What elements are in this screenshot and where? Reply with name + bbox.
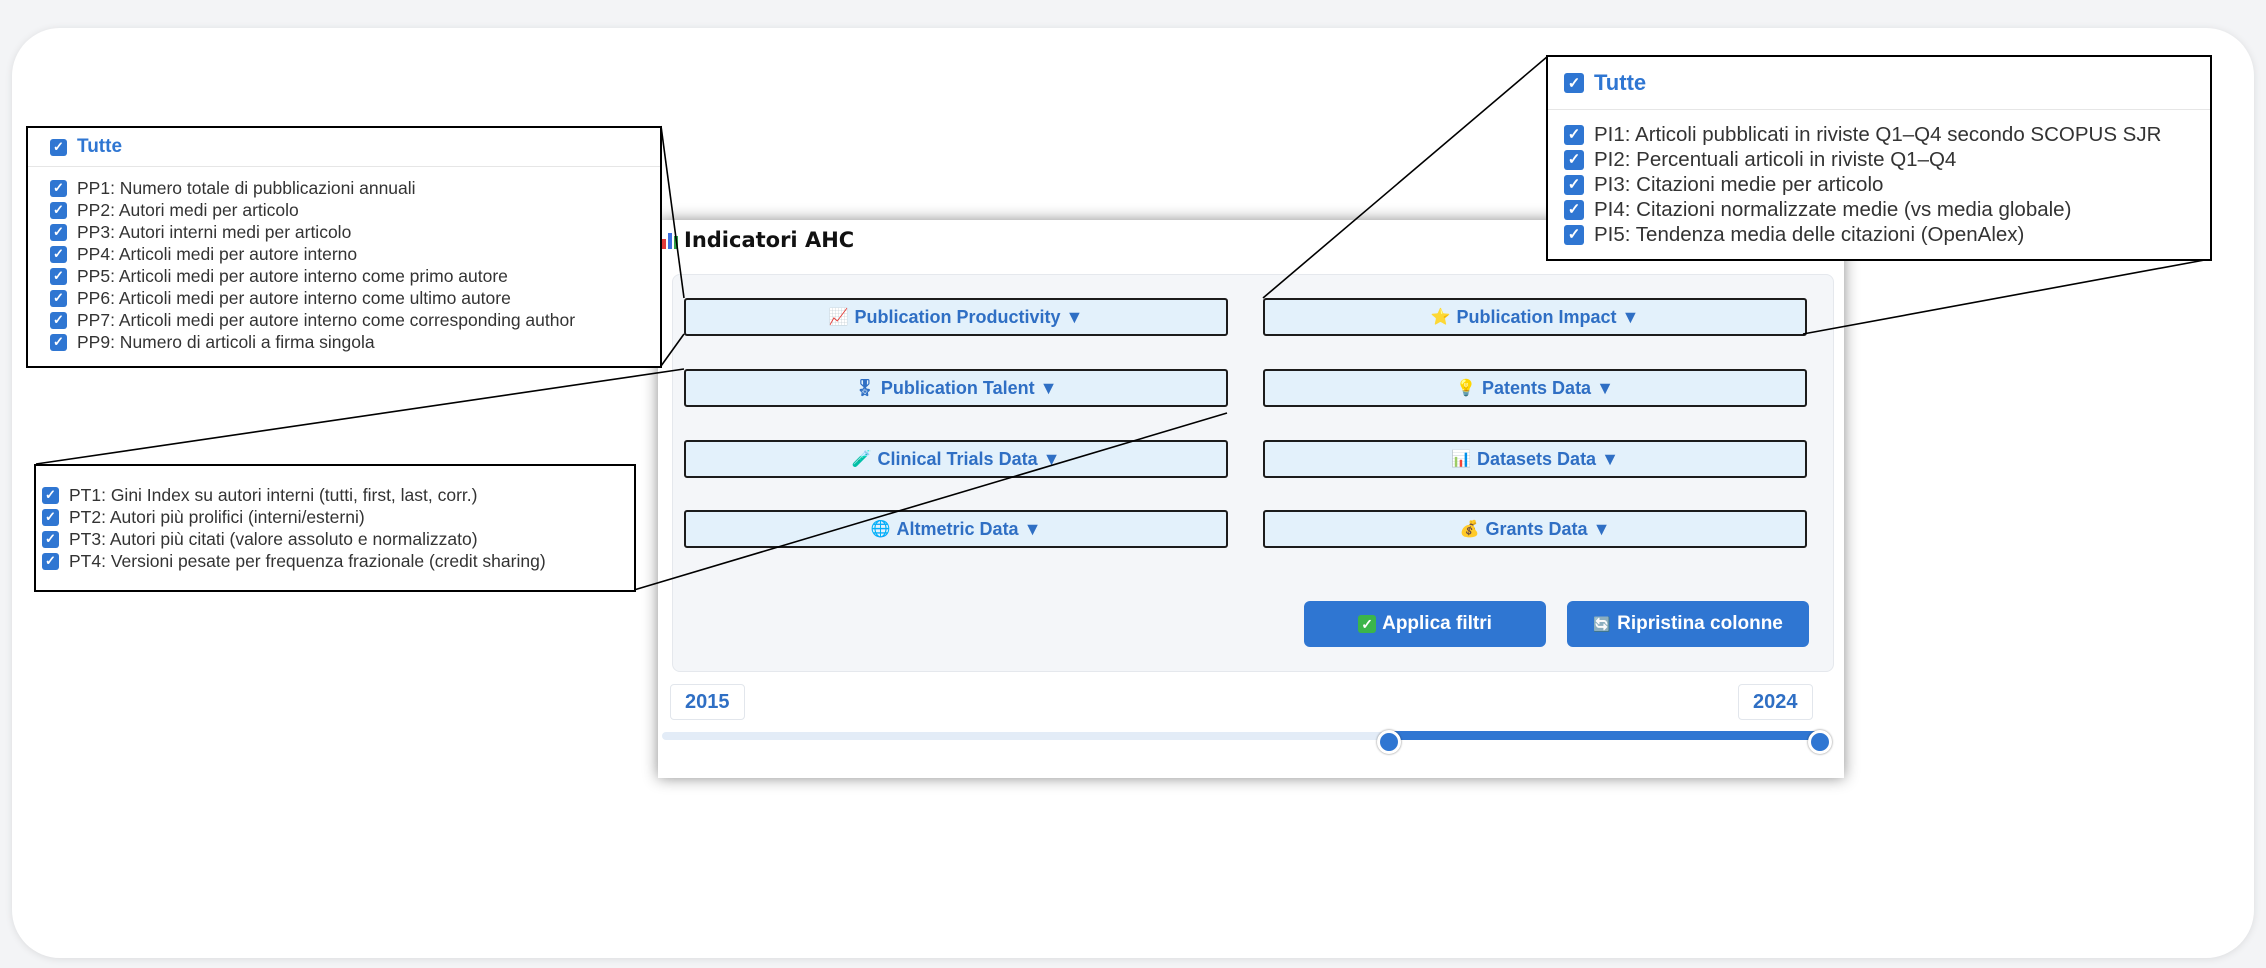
apply-filters-label: Applica filtri	[1382, 613, 1492, 634]
dropdown-label: Clinical Trials Data ▼	[877, 448, 1061, 469]
panel-title-text: Indicatori AHC	[684, 228, 855, 252]
dropdown-label: Patents Data ▼	[1482, 377, 1614, 398]
option-row[interactable]: ✓ PI4: Citazioni normalizzate medie (vs m…	[1564, 197, 2210, 222]
star-icon: ⭐	[1430, 309, 1451, 326]
option-checkbox[interactable]: ✓	[42, 530, 59, 548]
bar-chart-icon	[662, 231, 678, 249]
option-checkbox[interactable]: ✓	[1564, 124, 1584, 145]
impact-options-popup: ✓ Tutte ✓ PI1: Articoli pubblicati in riv…	[1546, 55, 2212, 261]
dropdown-label: Datasets Data ▼	[1477, 448, 1619, 469]
lightbulb-icon: 💡	[1456, 380, 1477, 397]
option-checkbox[interactable]: ✓	[1564, 174, 1584, 195]
talent-options-popup: ✓ PT1: Gini Index su autori interni (tutt…	[34, 464, 636, 592]
option-checkbox[interactable]: ✓	[1564, 199, 1584, 220]
option-row[interactable]: ✓ PT1: Gini Index su autori interni (tutt…	[42, 484, 634, 506]
option-checkbox[interactable]: ✓	[50, 201, 67, 219]
option-checkbox[interactable]: ✓	[50, 333, 67, 351]
option-label: PI1: Articoli pubblicati in riviste Q1–Q…	[1594, 123, 2162, 146]
option-row[interactable]: ✓ PI3: Citazioni medie per articolo	[1564, 172, 2210, 197]
reset-columns-label: Ripristina colonne	[1617, 613, 1783, 634]
globe-icon: 🌐	[870, 521, 891, 538]
bar-chart-icon: 📊	[1451, 451, 1472, 468]
option-row[interactable]: ✓ PP4: Articoli medi per autore interno	[50, 243, 660, 265]
option-row[interactable]: ✓ PP5: Articoli medi per autore interno c…	[50, 265, 660, 287]
dropdown-label: Publication Talent ▼	[880, 377, 1058, 398]
option-label: PT1: Gini Index su autori interni (tutti…	[69, 485, 478, 505]
option-label: PT2: Autori più prolifici (interni/ester…	[69, 507, 365, 527]
select-all-label: Tutte	[77, 136, 123, 157]
year-slider-min-handle[interactable]	[1377, 730, 1401, 754]
option-label: PP3: Autori interni medi per articolo	[77, 222, 352, 242]
option-label: PI4: Citazioni normalizzate medie (vs me…	[1594, 198, 2072, 221]
apply-filters-button[interactable]: ✓ Applica filtri	[1304, 601, 1546, 647]
grants-data-dropdown[interactable]: 💰 Grants Data ▼	[1263, 510, 1807, 548]
option-row[interactable]: ✓ PP1: Numero totale di pubblicazioni ann…	[50, 177, 660, 199]
money-bag-icon: 💰	[1459, 521, 1480, 538]
option-checkbox[interactable]: ✓	[42, 486, 59, 504]
chart-increasing-icon: 📈	[828, 309, 849, 326]
option-label: PP7: Articoli medi per autore interno co…	[77, 310, 576, 330]
option-checkbox[interactable]: ✓	[50, 289, 67, 307]
option-checkbox[interactable]: ✓	[50, 245, 67, 263]
panel-title: Indicatori AHC	[662, 228, 854, 252]
option-row[interactable]: ✓ PP2: Autori medi per articolo	[50, 199, 660, 221]
option-label: PI2: Percentuali articoli in riviste Q1–…	[1594, 148, 1957, 171]
publication-talent-dropdown[interactable]: 🎖 Publication Talent ▼	[684, 369, 1228, 407]
option-label: PP5: Articoli medi per autore interno co…	[77, 266, 508, 286]
year-max-display: 2024	[1738, 684, 1813, 720]
dropdown-label: Altmetric Data ▼	[896, 518, 1042, 539]
option-checkbox[interactable]: ✓	[50, 179, 67, 197]
dropdown-label: Publication Productivity ▼	[854, 306, 1084, 327]
year-slider-range	[1388, 731, 1820, 740]
option-label: PT3: Autori più citati (valore assoluto …	[69, 529, 478, 549]
select-all-row[interactable]: ✓ Tutte	[1548, 57, 2210, 110]
publication-impact-dropdown[interactable]: ⭐ Publication Impact ▼	[1263, 298, 1807, 336]
clinical-trials-data-dropdown[interactable]: 🧪 Clinical Trials Data ▼	[684, 440, 1228, 478]
option-label: PT4: Versioni pesate per frequenza frazi…	[69, 551, 546, 571]
select-all-row[interactable]: ✓ Tutte	[28, 128, 660, 167]
option-checkbox[interactable]: ✓	[42, 552, 59, 570]
option-label: PI3: Citazioni medie per articolo	[1594, 173, 1884, 196]
option-checkbox[interactable]: ✓	[50, 311, 67, 329]
year-slider-track[interactable]	[662, 732, 1820, 740]
option-row[interactable]: ✓ PP9: Numero di articoli a firma singola	[50, 331, 660, 353]
option-checkbox[interactable]: ✓	[1564, 224, 1584, 245]
option-label: PP9: Numero di articoli a firma singola	[77, 332, 375, 352]
option-label: PP4: Articoli medi per autore interno	[77, 244, 358, 264]
option-row[interactable]: ✓ PI5: Tendenza media delle citazioni (Op…	[1564, 222, 2210, 247]
altmetric-data-dropdown[interactable]: 🌐 Altmetric Data ▼	[684, 510, 1228, 548]
option-row[interactable]: ✓ PP6: Articoli medi per autore interno c…	[50, 287, 660, 309]
option-checkbox[interactable]: ✓	[42, 508, 59, 526]
option-checkbox[interactable]: ✓	[1564, 149, 1584, 170]
option-row[interactable]: ✓ PI2: Percentuali articoli in riviste Q1…	[1564, 147, 2210, 172]
year-slider-max-handle[interactable]	[1808, 730, 1832, 754]
medal-icon: 🎖	[854, 380, 875, 397]
option-row[interactable]: ✓ PP3: Autori interni medi per articolo	[50, 221, 660, 243]
option-label: PI5: Tendenza media delle citazioni (Ope…	[1594, 223, 2025, 246]
dropdown-label: Grants Data ▼	[1485, 518, 1611, 539]
datasets-data-dropdown[interactable]: 📊 Datasets Data ▼	[1263, 440, 1807, 478]
reset-columns-button[interactable]: 🔄 Ripristina colonne	[1567, 601, 1809, 647]
option-label: PP2: Autori medi per articolo	[77, 200, 299, 220]
option-checkbox[interactable]: ✓	[50, 223, 67, 241]
check-icon: ✓	[1358, 615, 1377, 633]
select-all-label: Tutte	[1594, 70, 1647, 95]
test-tube-icon: 🧪	[851, 451, 872, 468]
option-row[interactable]: ✓ PT3: Autori più citati (valore assoluto…	[42, 528, 634, 550]
select-all-checkbox[interactable]: ✓	[1564, 73, 1584, 93]
publication-productivity-dropdown[interactable]: 📈 Publication Productivity ▼	[684, 298, 1228, 336]
option-row[interactable]: ✓ PT4: Versioni pesate per frequenza fraz…	[42, 550, 634, 572]
option-row[interactable]: ✓ PT2: Autori più prolifici (interni/este…	[42, 506, 634, 528]
productivity-options-popup: ✓ Tutte ✓ PP1: Numero totale di pubblicaz…	[26, 126, 662, 368]
option-label: PP6: Articoli medi per autore interno co…	[77, 288, 511, 308]
year-min-display: 2015	[670, 684, 745, 720]
select-all-checkbox[interactable]: ✓	[50, 138, 67, 156]
option-checkbox[interactable]: ✓	[50, 267, 67, 285]
dropdown-label: Publication Impact ▼	[1456, 306, 1640, 327]
option-label: PP1: Numero totale di pubblicazioni annu…	[77, 178, 416, 198]
option-row[interactable]: ✓ PI1: Articoli pubblicati in riviste Q1–…	[1564, 122, 2210, 147]
option-row[interactable]: ✓ PP7: Articoli medi per autore interno c…	[50, 309, 660, 331]
refresh-icon: 🔄	[1593, 615, 1611, 632]
patents-data-dropdown[interactable]: 💡 Patents Data ▼	[1263, 369, 1807, 407]
